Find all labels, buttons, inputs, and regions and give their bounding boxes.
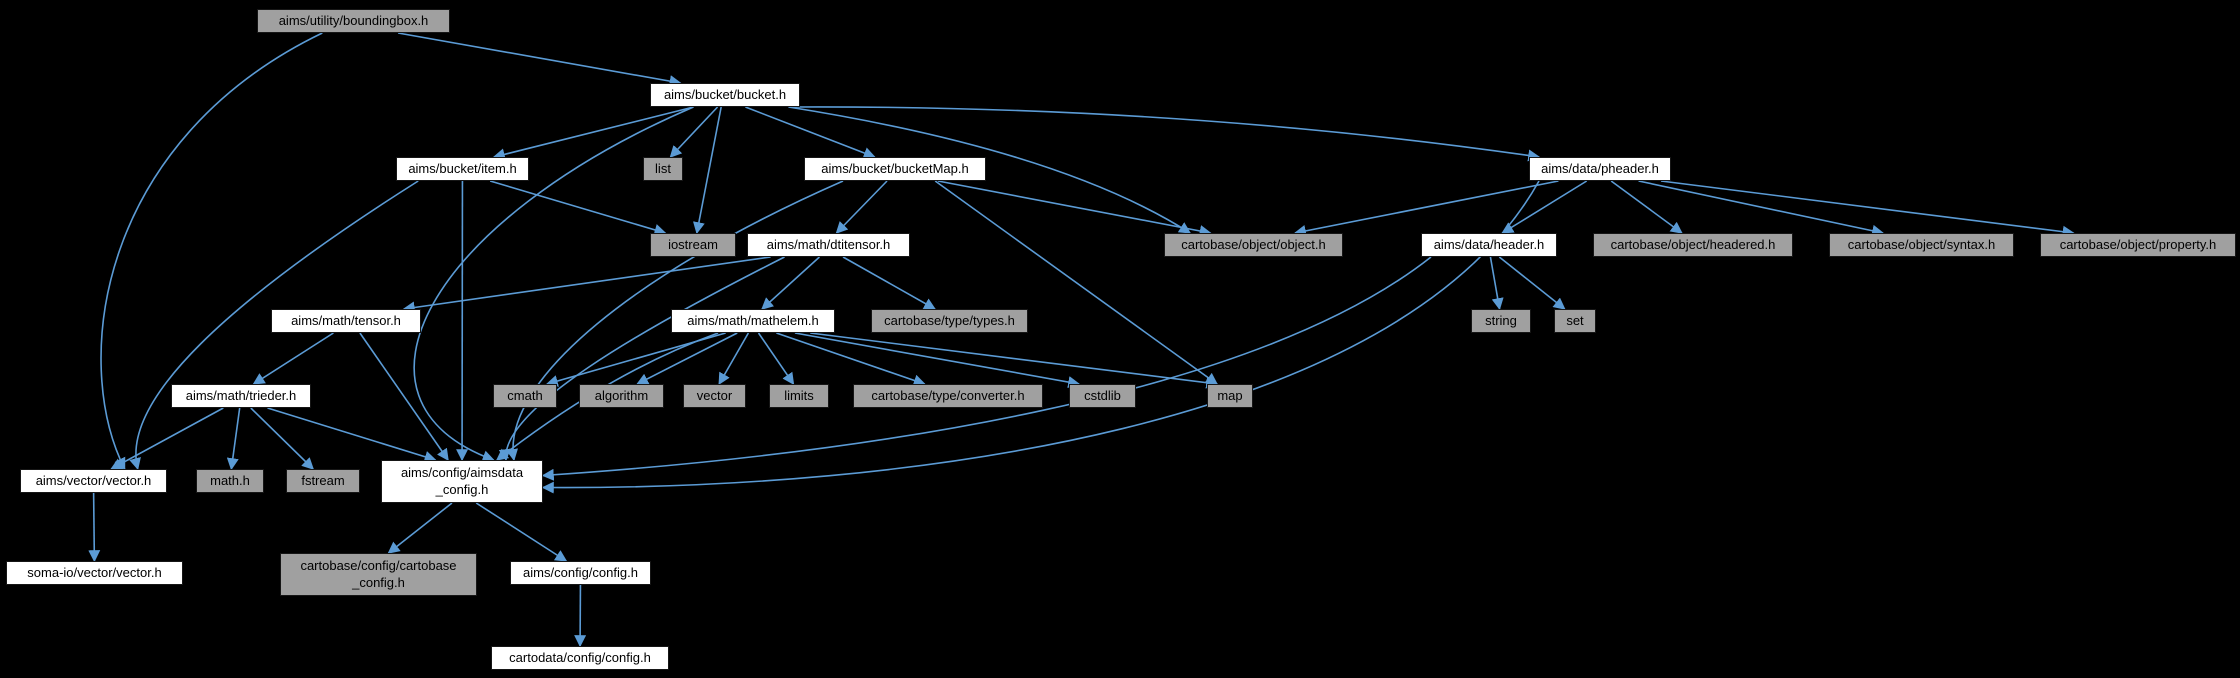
- node-cartodata-config[interactable]: cartodata/config/config.h: [491, 646, 669, 670]
- edge-item-aims-vector: [129, 180, 419, 471]
- node-limits: limits: [769, 384, 829, 408]
- edge-header-set: [1498, 256, 1566, 310]
- node-headered: cartobase/object/headered.h: [1593, 233, 1793, 257]
- node-somaio[interactable]: soma-io/vector/vector.h: [6, 561, 183, 585]
- node-cartobase-config: cartobase/config/cartobase _config.h: [280, 553, 477, 596]
- node-types: cartobase/type/types.h: [871, 309, 1028, 333]
- node-boundingbox: aims/utility/boundingbox.h: [257, 9, 450, 33]
- node-list: list: [643, 157, 683, 181]
- edge-trieder-mathh: [226, 407, 241, 471]
- edge-bucket-object: [788, 106, 1192, 234]
- edge-dtitensor-mathelem: [761, 256, 820, 310]
- edge-boundingbox-aims-vector: [100, 32, 323, 471]
- edge-bucket-pheader: [789, 106, 1541, 162]
- edge-mathelem-algorithm: [636, 332, 738, 385]
- node-vector-std: vector: [683, 384, 746, 408]
- node-tensor[interactable]: aims/math/tensor.h: [271, 309, 421, 333]
- node-string: string: [1471, 309, 1531, 333]
- node-map: map: [1207, 384, 1253, 408]
- node-cstdlib: cstdlib: [1069, 384, 1136, 408]
- edge-trieder-fstream: [250, 407, 315, 470]
- edge-dtitensor-aimsdata: [498, 256, 785, 462]
- node-mathelem[interactable]: aims/math/mathelem.h: [671, 309, 835, 333]
- edge-header-string: [1489, 256, 1504, 311]
- node-set: set: [1554, 309, 1596, 333]
- edge-aimsdata-aims-config: [475, 502, 568, 562]
- edge-bucketmap-aimsdata: [506, 180, 844, 462]
- node-iostream: iostream: [650, 233, 736, 257]
- node-object: cartobase/object/object.h: [1164, 233, 1343, 257]
- node-property: cartobase/object/property.h: [2040, 233, 2236, 257]
- node-item[interactable]: aims/bucket/item.h: [396, 157, 529, 181]
- edge-trieder-aims-vector: [110, 407, 224, 470]
- edge-pheader-aimsdata: [541, 180, 1540, 494]
- edge-aimsdata-cartobase-config: [387, 502, 453, 554]
- edge-header-aimsdata: [541, 256, 1432, 481]
- edge-boundingbox-bucket: [397, 32, 682, 88]
- node-aims-vector[interactable]: aims/vector/vector.h: [20, 469, 167, 493]
- edge-mathelem-cstdlib: [794, 332, 1081, 388]
- edge-pheader-property: [1660, 180, 2075, 238]
- node-fstream: fstream: [286, 469, 360, 493]
- edge-bucketmap-map: [934, 180, 1218, 385]
- edge-group: [88, 32, 2075, 648]
- edge-item-iostream: [489, 180, 667, 236]
- edge-mathelem-vector-std: [718, 332, 750, 386]
- edge-pheader-object: [1293, 180, 1559, 237]
- edge-mathelem-converter: [776, 332, 926, 387]
- edge-mathelem-map: [810, 332, 1219, 389]
- edge-bucket-aimsdata: [413, 106, 694, 462]
- edge-pheader-syntax: [1638, 180, 1885, 237]
- node-mathh: math.h: [196, 469, 264, 493]
- node-aims-config[interactable]: aims/config/config.h: [510, 561, 651, 585]
- node-dtitensor[interactable]: aims/math/dtitensor.h: [747, 233, 910, 257]
- edge-pheader-header: [1501, 180, 1588, 234]
- edge-dtitensor-types: [842, 256, 937, 310]
- node-pheader[interactable]: aims/data/pheader.h: [1529, 157, 1671, 181]
- node-trieder[interactable]: aims/math/trieder.h: [171, 384, 311, 408]
- edge-bucket-iostream: [692, 106, 722, 235]
- node-bucket[interactable]: aims/bucket/bucket.h: [650, 83, 800, 107]
- edge-tensor-aimsdata: [359, 332, 449, 461]
- edge-tensor-trieder: [252, 332, 334, 385]
- edge-bucket-item: [492, 106, 694, 161]
- edge-bucket-list: [669, 106, 719, 158]
- node-cmath: cmath: [493, 384, 557, 408]
- edge-bucketmap-dtitensor: [835, 180, 888, 234]
- node-syntax: cartobase/object/syntax.h: [1829, 233, 2014, 257]
- edge-bucketmap-object: [937, 180, 1212, 237]
- edge-dtitensor-tensor: [402, 256, 771, 314]
- edge-aims-vector-somaio: [88, 492, 101, 563]
- edge-mathelem-limits: [757, 332, 795, 385]
- node-converter: cartobase/type/converter.h: [853, 384, 1043, 408]
- edge-pheader-headered: [1610, 180, 1683, 234]
- edge-bucket-bucketmap: [745, 106, 876, 159]
- edge-trieder-aimsdata: [267, 407, 437, 463]
- node-bucketmap[interactable]: aims/bucket/bucketMap.h: [804, 157, 986, 181]
- node-aimsdata[interactable]: aims/config/aimsdata _config.h: [381, 460, 543, 503]
- node-header[interactable]: aims/data/header.h: [1421, 233, 1557, 257]
- node-algorithm: algorithm: [579, 384, 664, 408]
